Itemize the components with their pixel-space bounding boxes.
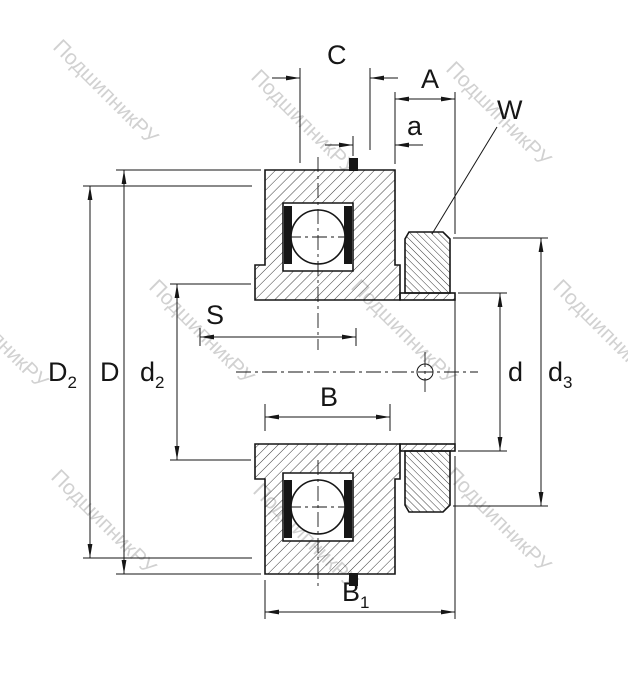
lube-nub-top <box>349 158 358 171</box>
watermark: ПодшипникРУ <box>0 279 53 393</box>
dim-A: A <box>394 64 456 234</box>
watermark: ПодшипникРУ <box>48 35 162 149</box>
watermark: ПодшипникРУ <box>246 65 360 179</box>
dim-a: a <box>325 111 423 156</box>
bearing-geometry <box>254 158 456 586</box>
dim-label-d2: d2 <box>140 357 165 392</box>
dim-label-B1: B1 <box>342 577 369 612</box>
leader-line <box>431 126 498 235</box>
dim-d2: d2 <box>140 283 251 461</box>
dim-d3: d3 <box>453 237 573 507</box>
locking-collar-top <box>404 231 451 294</box>
inner-ring-extension-top <box>399 292 456 301</box>
dim-label-S: S <box>206 300 224 330</box>
dim-label-d: d <box>508 357 523 387</box>
dim-label-B: B <box>320 382 338 412</box>
centerlines <box>236 157 478 588</box>
dim-label-D: D <box>100 357 120 387</box>
seal-right-bottom <box>344 480 352 538</box>
dim-W: W <box>431 95 523 235</box>
seal-left-top <box>284 206 292 264</box>
dim-C: C <box>272 40 398 163</box>
lube-nub-bottom <box>349 573 358 586</box>
dim-label-d3: d3 <box>548 357 573 392</box>
dim-label-C: C <box>327 40 347 70</box>
inner-ring-extension-bottom <box>399 443 456 452</box>
dim-d: d <box>458 292 523 452</box>
seal-left-bottom <box>284 480 292 538</box>
dim-label-a: a <box>407 111 423 141</box>
dim-label-W: W <box>497 95 523 125</box>
dim-B: B <box>264 382 391 431</box>
locking-collar-bottom <box>404 450 451 513</box>
dim-D: D <box>100 169 261 575</box>
watermark: ПодшипникРУ <box>46 465 160 579</box>
dim-S: S <box>199 300 357 346</box>
seal-right-top <box>344 206 352 264</box>
dim-label-A: A <box>421 64 439 94</box>
dim-label-D2: D2 <box>48 357 77 392</box>
dim-D2: D2 <box>48 185 252 559</box>
watermark: ПодшипникРУ <box>441 463 555 577</box>
dim-B1: B1 <box>264 456 456 619</box>
